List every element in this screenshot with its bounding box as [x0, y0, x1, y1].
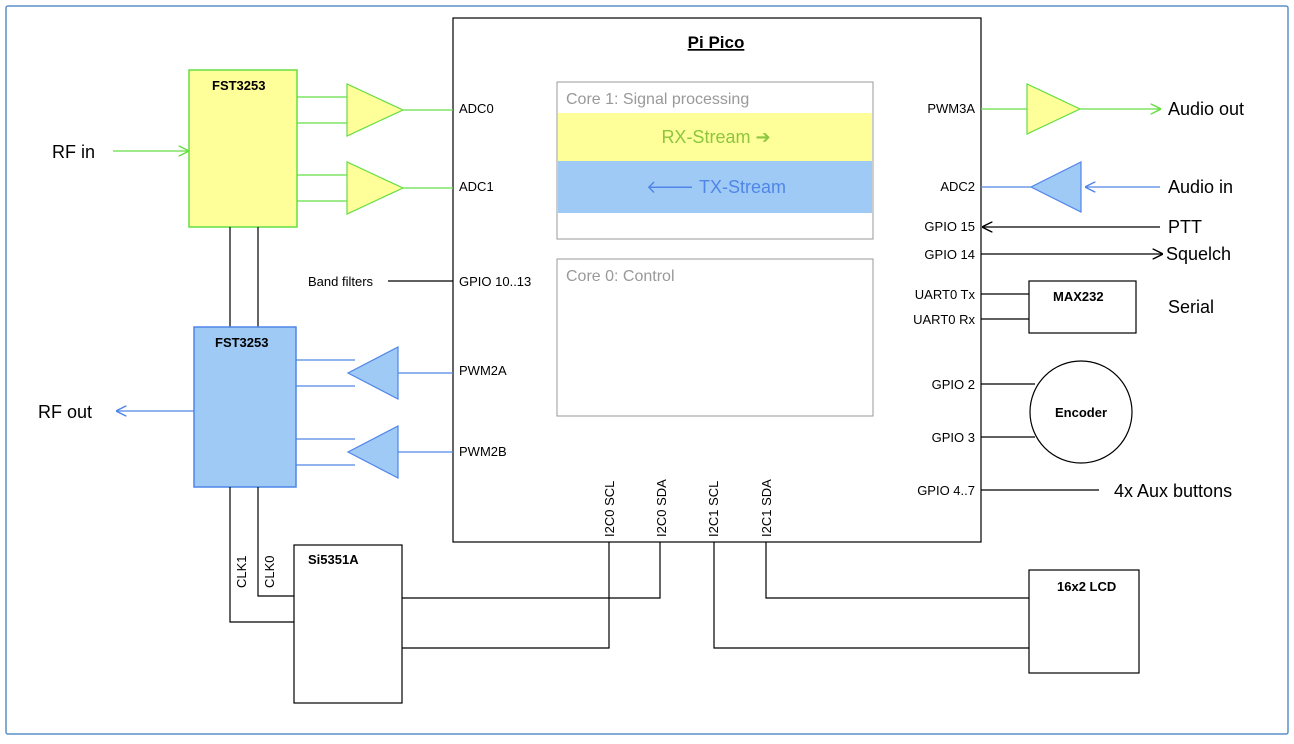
fst3253-rx-box	[188, 69, 298, 228]
pin-adc2: ADC2	[940, 179, 975, 194]
max232-box	[1028, 280, 1137, 334]
serial-label: Serial	[1168, 297, 1214, 317]
pin-uart0-rx: UART0 Rx	[913, 312, 975, 327]
tx-stream-label: 🡐 TX-Stream	[646, 177, 786, 197]
core0-title: Core 0: Control	[566, 268, 675, 285]
pin-gpio15: GPIO 15	[924, 219, 975, 234]
audio-out-amp	[981, 83, 1082, 135]
squelch-label: Squelch	[1166, 244, 1231, 264]
max232-label: MAX232	[1053, 289, 1104, 304]
pin-pwm3a: PWM3A	[927, 101, 975, 116]
pin-gpio10-13: GPIO 10..13	[459, 274, 531, 289]
si5351a-label: Si5351A	[308, 552, 359, 567]
pin-i2c1-sda: I2C1 SDA	[759, 479, 774, 537]
pin-adc1: ADC1	[459, 179, 494, 194]
encoder-label: Encoder	[1055, 405, 1107, 420]
clk0-wire	[257, 487, 294, 597]
pin-i2c1-scl: I2C1 SCL	[706, 481, 721, 537]
rx-stream-band	[558, 113, 872, 161]
ptt-label: PTT	[1168, 217, 1202, 237]
pin-gpio14: GPIO 14	[924, 247, 975, 262]
fst3253-rx-label: FST3253	[212, 78, 265, 93]
tx-amp-1	[296, 346, 453, 400]
i2c0-sda-wire	[402, 542, 661, 599]
core1-title: Core 1: Signal processing	[566, 91, 749, 108]
i2c0-scl-wire	[402, 542, 610, 649]
rf-in-label: RF in	[52, 142, 95, 162]
pin-i2c0-sda: I2C0 SDA	[654, 479, 669, 537]
pin-gpio3: GPIO 3	[932, 430, 975, 445]
tx-amp-2	[296, 425, 453, 479]
outer-frame	[5, 5, 1289, 735]
audio-in-amp	[981, 161, 1082, 213]
lcd-box	[1028, 569, 1140, 674]
rx-amp-2	[297, 161, 453, 215]
pico-title: Pi Pico	[688, 33, 745, 52]
fst3253-tx-label: FST3253	[215, 335, 268, 350]
pin-gpio2: GPIO 2	[932, 377, 975, 392]
band-filters-label: Band filters	[308, 274, 374, 289]
fst3253-tx-box	[193, 326, 297, 488]
audio-out-label: Audio out	[1168, 99, 1244, 119]
i2c1-scl-wire	[713, 542, 1029, 649]
i2c1-sda-wire	[765, 542, 1029, 599]
pin-adc0: ADC0	[459, 101, 494, 116]
rx-stream-label: RX-Stream ➔	[661, 127, 770, 147]
si5351a-box	[293, 544, 403, 704]
lcd-label: 16x2 LCD	[1057, 579, 1116, 594]
pin-gpio4-7: GPIO 4..7	[917, 483, 975, 498]
pin-uart0-tx: UART0 Tx	[915, 287, 976, 302]
pin-pwm2b: PWM2B	[459, 444, 507, 459]
pin-i2c0-scl: I2C0 SCL	[602, 481, 617, 537]
clk1-wire	[229, 487, 294, 623]
clk0-label: CLK0	[262, 555, 277, 588]
pin-pwm2a: PWM2A	[459, 363, 507, 378]
aux-buttons-label: 4x Aux buttons	[1114, 481, 1232, 501]
tx-stream-band	[558, 161, 872, 213]
core0-box	[556, 258, 874, 417]
rf-out-label: RF out	[38, 402, 92, 422]
rx-amp-1	[297, 83, 453, 137]
clk1-label: CLK1	[234, 555, 249, 588]
encoder-circle	[1029, 360, 1133, 464]
audio-in-label: Audio in	[1168, 177, 1233, 197]
